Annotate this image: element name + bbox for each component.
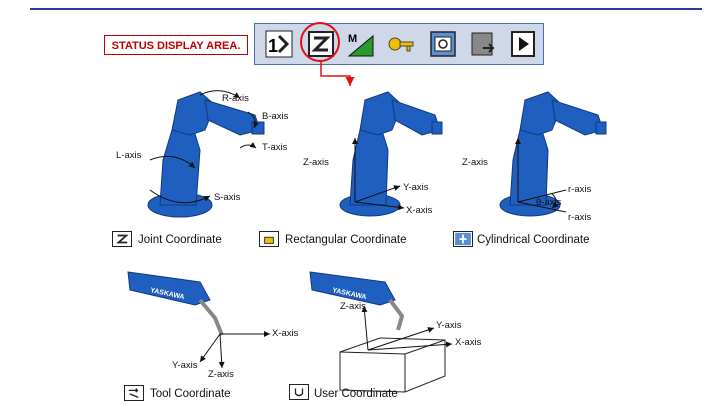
tool-z-axis-label: Z-axis	[208, 369, 234, 380]
tool-coordinate-icon	[124, 385, 144, 401]
svg-text:M: M	[348, 33, 357, 45]
cylindrical-coordinate-caption: Cylindrical Coordinate	[477, 234, 590, 246]
pointer-arrow	[320, 60, 355, 86]
header-rule	[30, 8, 702, 10]
rect-z-axis-label: Z-axis	[303, 157, 329, 168]
robot-tool	[127, 271, 211, 306]
highlight-circle	[300, 22, 340, 62]
cyl-theta-axis-label: θ-axis	[536, 197, 562, 208]
key-icon[interactable]	[387, 30, 415, 58]
user-x-axis-label: X-axis	[455, 337, 482, 348]
cyl-r-axis-top-label: r-axis	[568, 184, 591, 195]
tool-x-axis-label: X-axis	[272, 328, 299, 339]
rectangular-coordinate-caption: Rectangular Coordinate	[285, 234, 407, 246]
user-y-axis-label: Y-axis	[436, 320, 462, 331]
axis-order-icon[interactable]: 1	[265, 30, 293, 58]
user-coordinate-icon	[289, 384, 309, 400]
rect-x-axis-label: X-axis	[406, 205, 433, 216]
l-axis-label: L-axis	[116, 150, 142, 161]
robot-user	[309, 271, 396, 306]
manual-speed-icon[interactable]: M	[347, 30, 375, 58]
play-icon[interactable]	[509, 30, 537, 58]
cyl-z-axis-label: Z-axis	[462, 157, 488, 168]
svg-text:1: 1	[268, 36, 278, 56]
teach-icon[interactable]	[429, 30, 457, 58]
status-display-label: STATUS DISPLAY AREA.	[104, 35, 248, 55]
tool-y-axis-label: Y-axis	[172, 360, 198, 371]
cyl-r-axis-bottom-label: r-axis	[568, 212, 591, 223]
b-axis-label: B-axis	[262, 111, 289, 122]
rectangular-coordinate-icon	[259, 231, 279, 247]
robot-joint	[147, 91, 265, 218]
cylindrical-coordinate-icon	[453, 231, 473, 247]
tool-coordinate-caption: Tool Coordinate	[150, 388, 231, 400]
top-band	[0, 0, 720, 9]
s-axis-label: S-axis	[214, 192, 241, 203]
rect-y-axis-label: Y-axis	[403, 182, 429, 193]
joint-coordinate-caption: Joint Coordinate	[138, 234, 222, 246]
user-coordinate-caption: User Coordinate	[314, 388, 398, 400]
r-axis-label: R-axis	[222, 93, 249, 104]
t-axis-label: T-axis	[262, 142, 288, 153]
joint-coordinate-icon	[112, 231, 132, 247]
page-icon[interactable]	[469, 30, 497, 58]
user-z-axis-label: Z-axis	[340, 301, 366, 312]
